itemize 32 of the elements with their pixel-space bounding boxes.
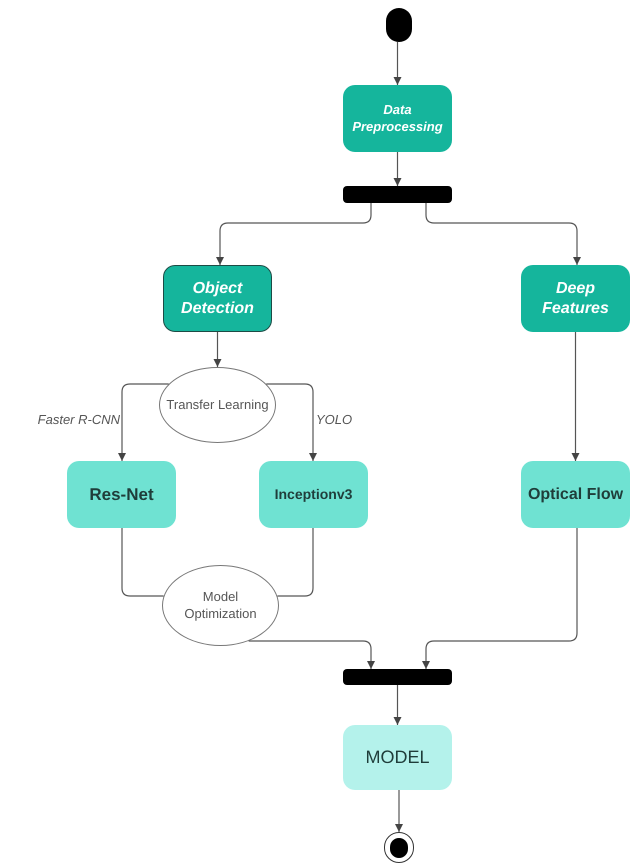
node-label: Res-Net bbox=[89, 484, 154, 506]
arrow bbox=[394, 685, 402, 725]
arrow bbox=[266, 383, 317, 461]
node-label: Inceptionv3 bbox=[274, 485, 352, 504]
node-label: Deep Features bbox=[541, 278, 610, 318]
process-box bbox=[521, 265, 630, 332]
process-box bbox=[343, 725, 452, 790]
node-label: Model Optimization bbox=[183, 589, 258, 622]
process-box bbox=[163, 265, 272, 332]
fork-bar bbox=[343, 186, 452, 203]
join-bar bbox=[343, 669, 452, 685]
arrow bbox=[425, 203, 581, 265]
arrow bbox=[422, 528, 578, 669]
end-node bbox=[384, 832, 414, 863]
arrow bbox=[216, 203, 372, 265]
arrow bbox=[248, 640, 375, 669]
arrow bbox=[214, 332, 222, 367]
process-box bbox=[259, 461, 368, 528]
start-node bbox=[386, 8, 412, 42]
node-label: Object Detection bbox=[180, 278, 255, 318]
node-label: Optical Flow bbox=[528, 484, 624, 504]
process-box bbox=[521, 461, 630, 528]
node-label: Transfer Learning bbox=[166, 396, 269, 414]
node-label: Data Preprocessing bbox=[351, 102, 444, 135]
node-label: MODEL bbox=[365, 746, 430, 769]
arrow bbox=[118, 383, 169, 461]
process-box bbox=[67, 461, 176, 528]
arrow bbox=[394, 42, 402, 85]
process-box bbox=[343, 85, 452, 152]
arrow bbox=[394, 152, 402, 186]
arrow bbox=[395, 790, 403, 832]
arrow bbox=[572, 332, 580, 461]
